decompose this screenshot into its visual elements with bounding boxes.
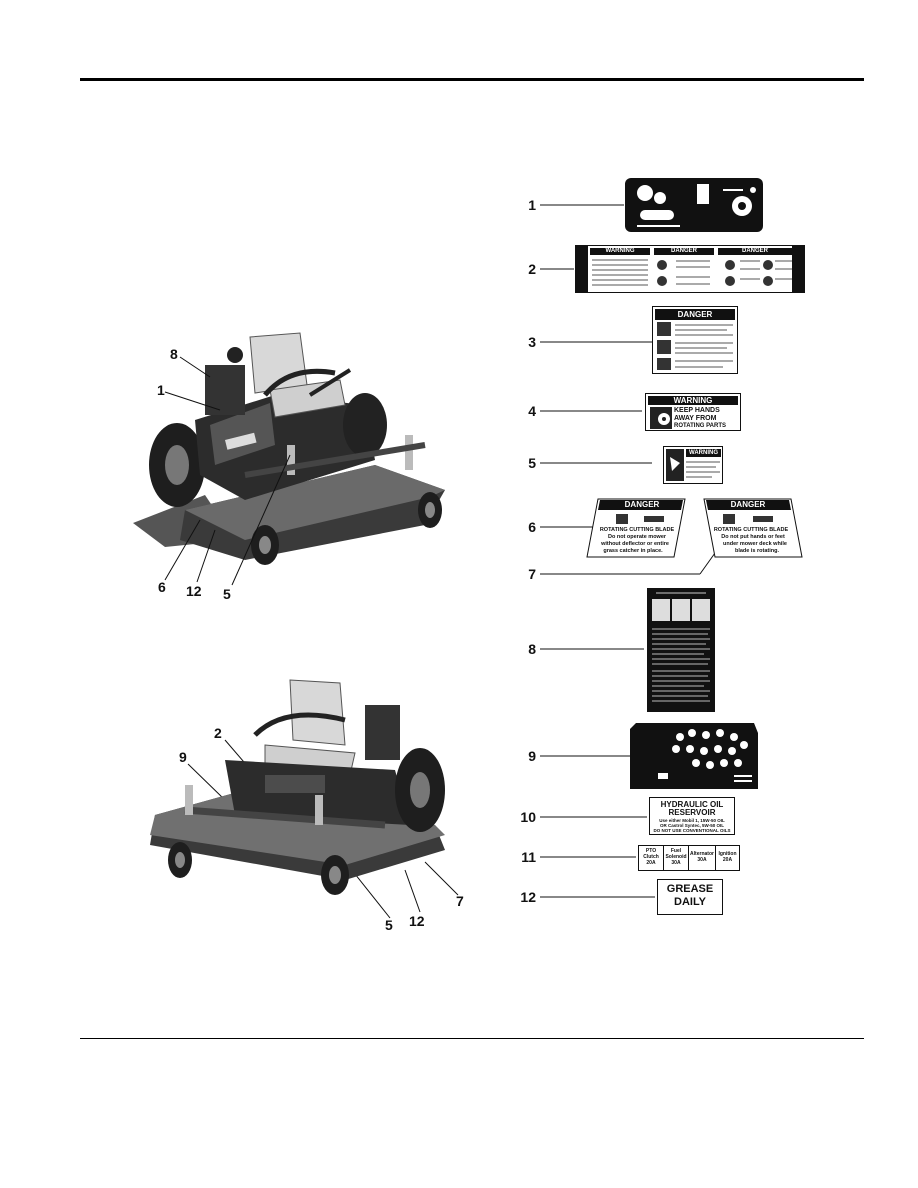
callout-5-top: 5 [223,586,231,602]
decal-12-line-1: GREASE [666,883,714,895]
decal-1-control-panel [625,178,763,232]
decal-6-deflector-danger: DANGER ROTATING CUTTING BLADE Do not ope… [586,498,686,558]
decal-4-line-1: KEEP HANDS [674,407,720,414]
mower-photo-front-left [133,332,445,565]
callout-12-top: 12 [186,583,202,599]
decal-number-9: 9 [528,748,536,764]
decal-2-danger-header-2: DANGER [718,248,792,255]
decal-6-line-3: without deflector or entire [601,541,669,547]
decal-8-fine-print [652,592,710,702]
decal-2-danger-header-1: DANGER [654,248,714,255]
callout-8-top: 8 [170,346,178,362]
fuse-cell-alternator: Alternator 30A [689,846,716,870]
decal-6-shape [586,498,686,558]
pinch-hand-icon [666,449,684,481]
decal-4-line-3: ROTATING PARTS [674,423,726,429]
decal-number-7: 7 [528,566,536,582]
fuse-amps: 30A [671,860,681,866]
fuse-name: PTO Clutch [643,848,659,860]
decal-7-line-1: ROTATING CUTTING BLADE [713,527,789,533]
decal-7-header: DANGER [730,500,766,509]
decal-10-line-1: Use either Mobil 1, 15W-50 OIL [659,818,725,823]
fuse-name: Alternator [690,851,714,857]
decal-number-8: 8 [528,641,536,657]
decal-7-line-2: Do not put hands or feet [721,534,785,540]
decal-number-6: 6 [528,519,536,535]
decal-8-fuel-system [647,588,715,712]
fuse-amps: 30A [697,857,707,863]
decal-6-line-4: grass catcher in place. [603,548,663,554]
decal-10-line-2: OR Castrol Syntec, 5W-50 OIL [660,823,724,828]
callout-2-bottom: 2 [214,725,222,741]
decal-4-keep-hands-away: WARNING KEEP HANDS AWAY FROM ROTATING PA… [645,393,741,431]
fuse-amps: 20A [646,860,656,866]
fuse-cell-pto: PTO Clutch 20A [639,846,664,870]
decal-number-1: 1 [528,197,536,213]
fuse-name: Ignition [718,851,737,857]
header-rule [80,78,864,81]
decal-7-blade-danger: DANGER ROTATING CUTTING BLADE Do not put… [703,498,803,558]
decal-2-warning-header: WARNING [590,248,650,255]
decal-number-5: 5 [528,455,536,471]
callout-9-bottom: 9 [179,749,187,765]
callout-12-bottom: 12 [409,913,425,929]
decal-3-danger: DANGER [652,306,738,374]
decal-4-line-2: AWAY FROM [674,415,717,422]
decal-12-line-2: DAILY [674,896,706,908]
callout-5-bottom: 5 [385,917,393,933]
decal-number-11: 11 [521,849,536,865]
decal-5-pinch-warning: WARNING [663,446,723,484]
decal-number-10: 10 [520,809,536,825]
gear-hand-icon [650,407,672,429]
decal-11-fuse-chart: PTO Clutch 20A Fuel Solenoid 30A Alterna… [638,845,740,871]
fuse-amps: 20A [722,857,733,863]
decal-10-hydraulic-oil: HYDRAULIC OIL RESERVOIR Use either Mobil… [649,797,735,835]
decal-number-4: 4 [528,403,536,419]
decal-3-header: DANGER [655,309,735,320]
decal-7-line-4: blade is rotating. [734,548,779,554]
decal-10-line-3: DO NOT USE CONVENTIONAL OILS [653,828,731,833]
decal-5-header: WARNING [686,449,721,457]
decal-6-line-1: ROTATING CUTTING BLADE [599,527,675,533]
decal-6-line-2: Do not operate mower [607,534,667,540]
decal-6-header: DANGER [624,500,660,509]
decal-2-fine-print [592,259,792,286]
decal-number-12: 12 [520,889,536,905]
decal-3-fine-print [657,322,733,370]
decal-4-header: WARNING [648,396,738,405]
decal-10-title-2: RESERVOIR [668,808,716,817]
footer-rule [80,1038,864,1039]
fuse-name: Fuel Solenoid [665,848,687,860]
decal-7-line-3: under mower deck while [723,541,787,547]
decal-number-2: 2 [528,261,536,277]
fuse-cell-fuel: Fuel Solenoid 30A [664,846,689,870]
decal-7-shape [703,498,803,558]
decal-10-title-1: HYDRAULIC OIL [660,800,724,809]
decal-5-fine-print [686,461,720,478]
decal-2-warning-strip: WARNING DANGER DANGER [575,245,805,293]
decal-number-3: 3 [528,334,536,350]
decal-9-panel [630,723,758,789]
decal-12-grease-daily: GREASE DAILY [657,879,723,915]
mower-photo-front-right [150,679,445,895]
callout-1-top: 1 [157,382,165,398]
fuse-cell-ignition: Ignition 20A [716,846,739,870]
callout-7-bottom: 7 [456,893,464,909]
callout-6-top: 6 [158,579,166,595]
